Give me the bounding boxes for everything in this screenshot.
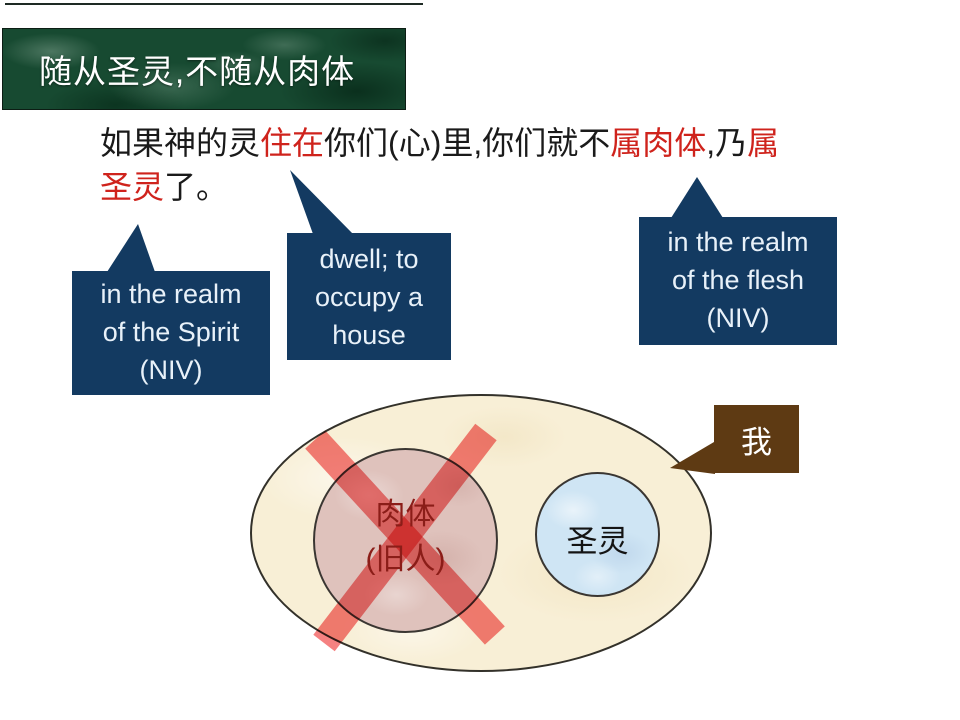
verse-text: 如果神的灵住在你们(心)里,你们就不属肉体,乃属 圣灵了。 [100,121,890,209]
dwell-callout: dwell; to occupy a house [287,233,451,360]
flesh-circle-label: 肉体 (旧人) [365,498,446,576]
verse-line-1: 如果神的灵住在你们(心)里,你们就不属肉体,乃属 [100,125,780,161]
spirit-callout-line: (NIV) [139,355,203,385]
spirit-circle-label: 圣灵 [566,524,629,559]
verse-line-2: 圣灵了。 [100,169,229,205]
flesh-callout: in the realm of the flesh (NIV) [639,217,837,345]
dwell-callout-line: house [332,320,406,350]
slide-title: 随从圣灵,不随从肉体 [39,53,356,90]
me-callout-label: 我 [741,424,772,460]
spirit-callout: in the realm of the Spirit (NIV) [72,271,270,395]
spirit-callout-pointer [107,224,155,272]
title-banner: 随从圣灵,不随从肉体 [2,28,406,110]
dwell-callout-line: occupy a [314,282,424,312]
top-divider-line [5,3,423,5]
flesh-callout-line: in the realm [667,227,809,257]
dwell-callout-line: dwell; to [319,244,419,274]
flesh-callout-line: (NIV) [706,303,770,333]
flesh-callout-line: of the flesh [671,265,805,295]
me-callout: 我 [714,405,799,473]
spirit-circle [535,472,660,597]
spirit-callout-line: in the realm [100,279,242,309]
spirit-callout-line: of the Spirit [102,317,240,347]
